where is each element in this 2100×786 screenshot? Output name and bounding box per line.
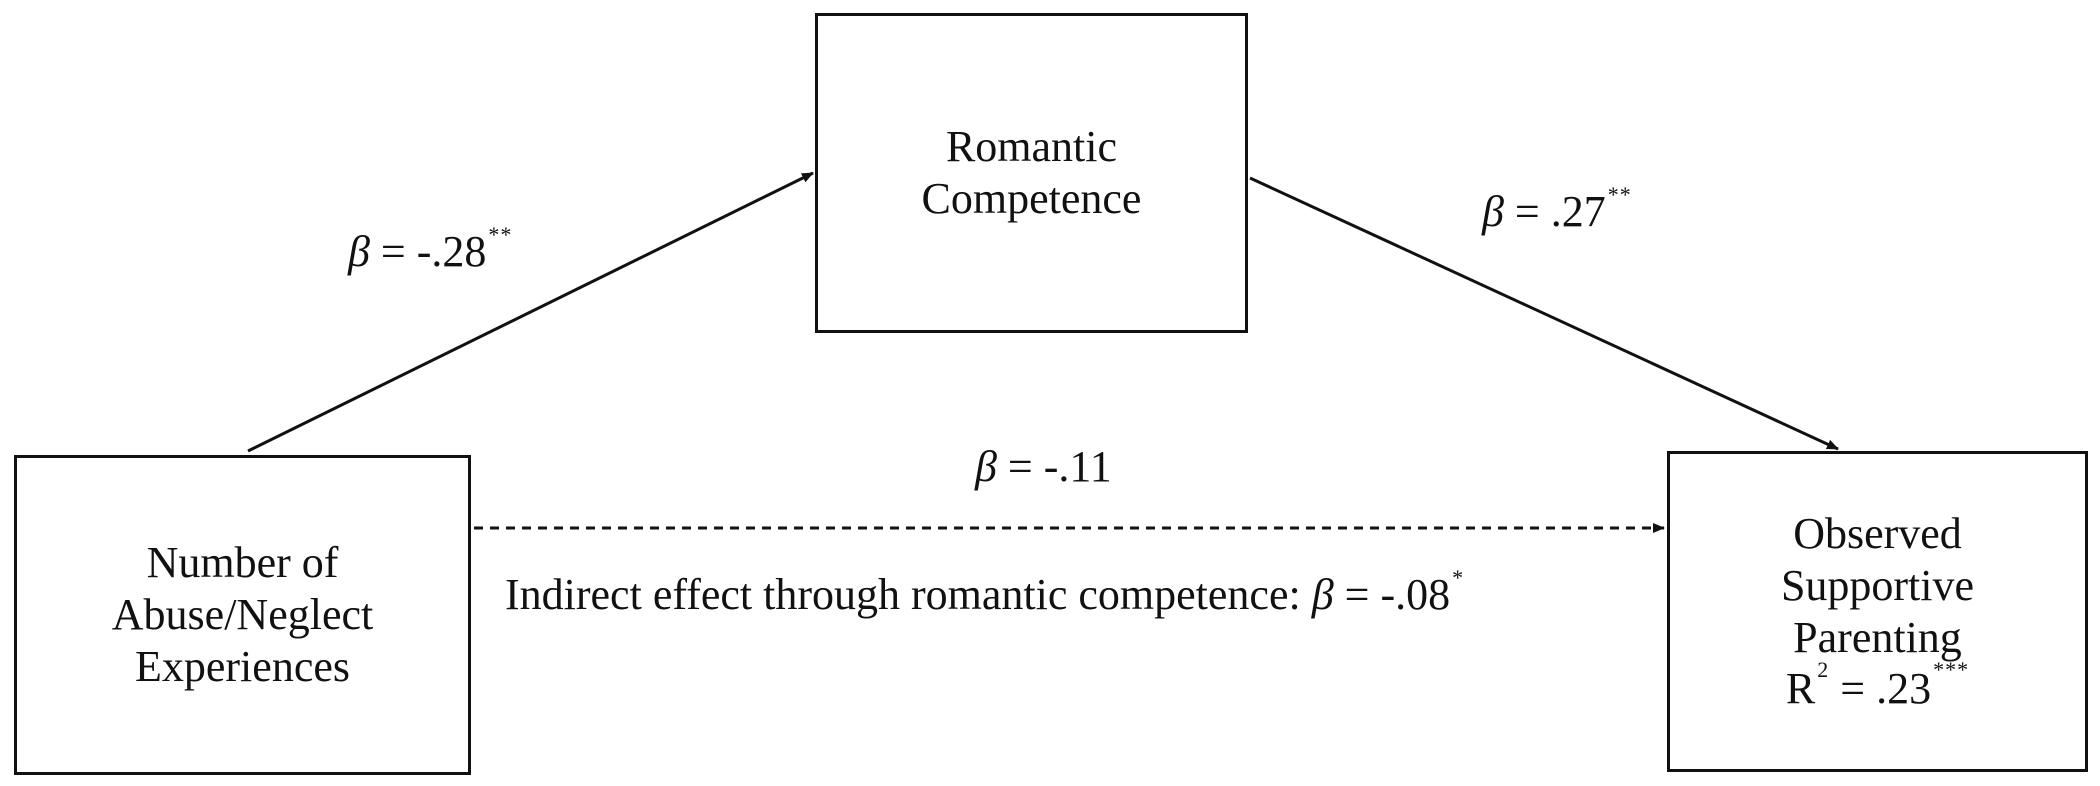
node-parenting-line-3: Parenting	[1793, 612, 1962, 662]
beta-symbol: β	[1482, 187, 1504, 236]
path-a-value: = -.28	[369, 227, 487, 276]
node-parenting-r2: R2 = .23***	[1785, 657, 1969, 715]
r2-significance: ***	[1933, 657, 1970, 683]
node-parenting-line-1: Observed	[1793, 508, 1962, 558]
indirect-effect-significance: *	[1452, 565, 1465, 590]
path-b-value: = .27	[1503, 187, 1606, 236]
beta-symbol: β	[1311, 570, 1334, 619]
beta-symbol: β	[348, 227, 370, 276]
indirect-effect-value: = -.08	[1333, 570, 1451, 619]
indirect-effect-text: Indirect effect through romantic compete…	[505, 570, 1312, 619]
indirect-effect-label: Indirect effect through romantic compete…	[505, 567, 1464, 619]
r2-prefix: R	[1785, 664, 1816, 714]
path-b-significance: **	[1607, 182, 1632, 207]
node-abuse-line-1: Number of	[146, 538, 339, 588]
arrow-romantic-to-parenting	[1249, 176, 1839, 451]
node-abuse-line-2: Abuse/Neglect	[111, 590, 374, 640]
path-a-coefficient: β = -.28**	[348, 224, 512, 276]
node-abuse-neglect: Number of Abuse/Neglect Experiences	[14, 455, 471, 775]
path-c-coefficient: β = -.11	[975, 445, 1112, 489]
node-parenting-line-2: Supportive	[1780, 560, 1975, 610]
node-romantic-line-2: Competence	[921, 174, 1142, 223]
path-a-significance: **	[488, 222, 513, 247]
r2-value: = .23	[1829, 664, 1932, 714]
path-c-value: = -.11	[996, 442, 1112, 491]
beta-symbol: β	[975, 442, 997, 491]
node-romantic-line-1: Romantic	[945, 122, 1118, 172]
node-romantic-competence: Romantic Competence	[815, 13, 1248, 333]
path-b-coefficient: β = .27**	[1482, 184, 1632, 236]
node-supportive-parenting: Observed Supportive Parenting R2 = .23**…	[1667, 451, 2088, 772]
r2-exponent: 2	[1817, 657, 1830, 683]
node-abuse-line-3: Experiences	[135, 641, 350, 691]
arrow-abuse-to-romantic	[247, 171, 814, 453]
